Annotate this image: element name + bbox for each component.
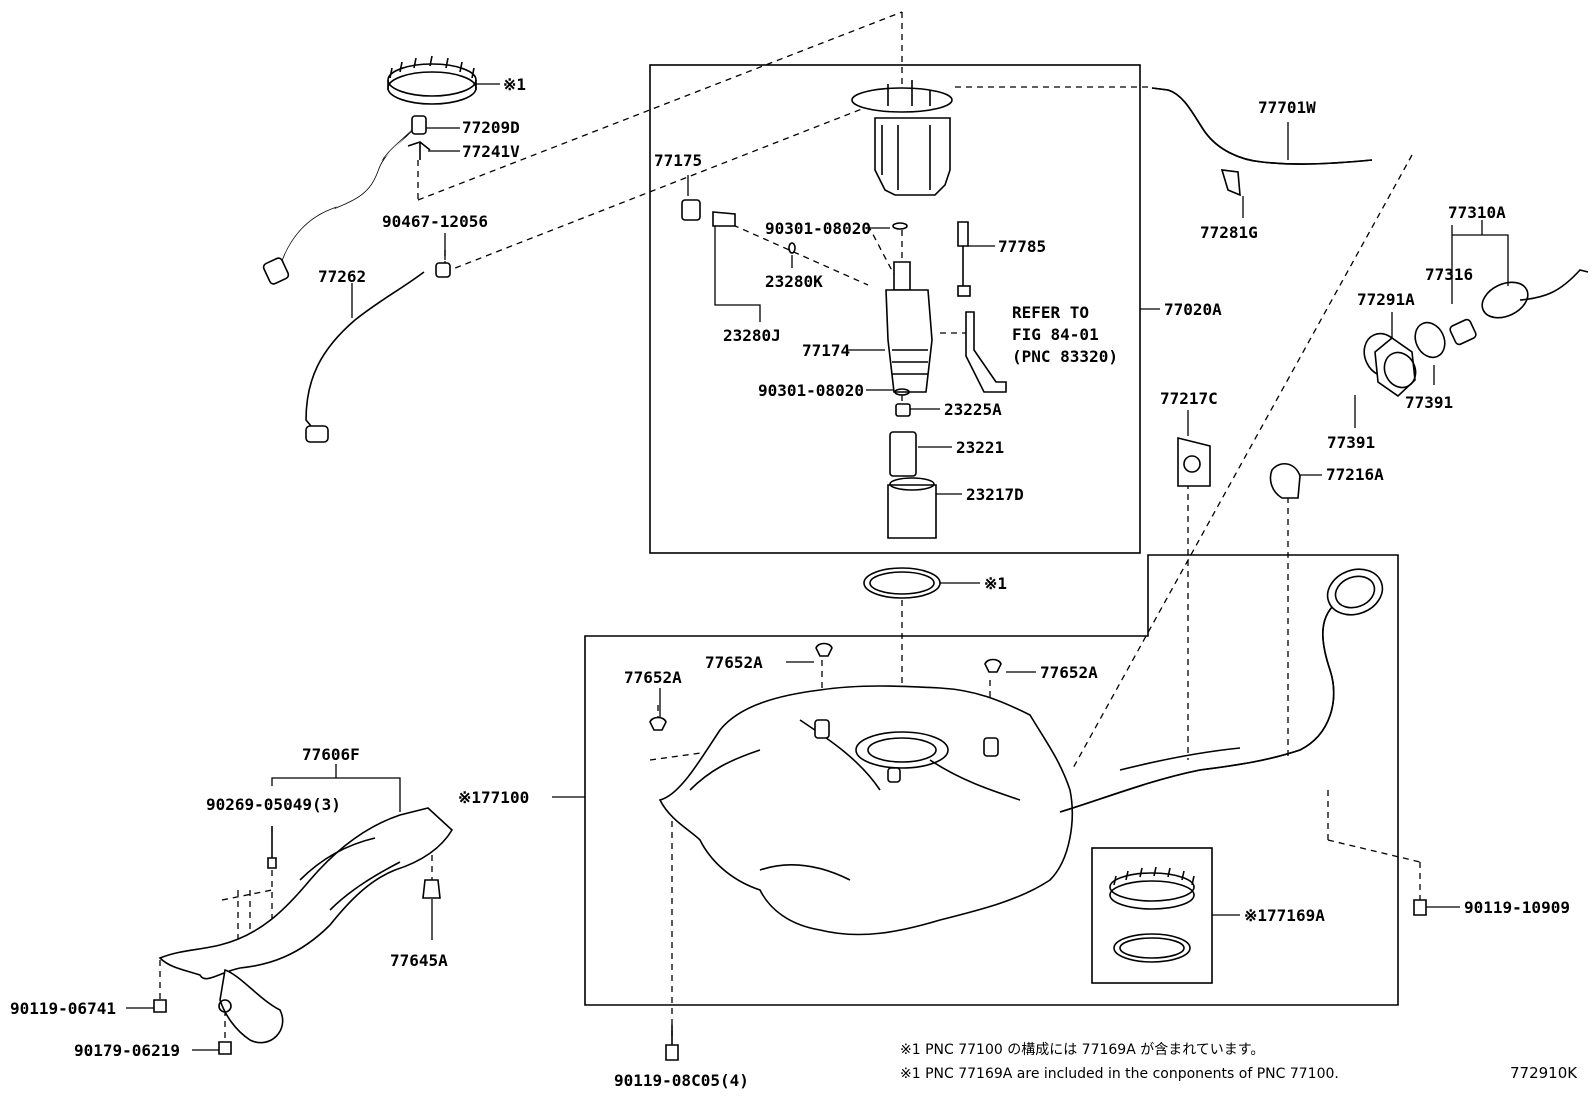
ring-gasket-kit (1109, 866, 1195, 963)
fuel-tank (658, 685, 1073, 936)
refer-to-line2: FIG 84-01 (1012, 325, 1099, 344)
label-77391-a: 77391 (1405, 393, 1453, 412)
label-90467-12056: 90467-12056 (382, 212, 488, 231)
label-90119-10909: 90119-10909 (1464, 898, 1570, 917)
label-90119-08c05: 90119-08C05(4) (614, 1071, 749, 1090)
label-177169a: ※177169A (1244, 906, 1325, 925)
fuel-cap-assembly (1363, 269, 1589, 398)
bolts-and-clips (153, 642, 1427, 1061)
label-77606f: 77606F (302, 745, 360, 764)
refer-to-line3: (PNC 83320) (1012, 347, 1118, 366)
fuel-tank-protector-77606f (158, 807, 454, 1044)
label-77701w: 77701W (1258, 98, 1316, 117)
fuel-filler-pipe (1059, 568, 1384, 813)
label-77652a-left: 77652A (624, 668, 682, 687)
label-90269-05049: 90269-05049(3) (206, 795, 341, 814)
tank-gasket (863, 567, 941, 599)
label-77209d: 77209D (462, 118, 520, 137)
label-77281g: 77281G (1200, 223, 1258, 242)
label-90119-06741: 90119-06741 (10, 999, 116, 1018)
label-77175: 77175 (654, 151, 702, 170)
label-77020a: 77020A (1164, 300, 1222, 319)
label-77645a: 77645A (390, 951, 448, 970)
filler-pipe-brackets (1177, 436, 1301, 499)
figure-id: 772910K (1510, 1064, 1578, 1082)
label-77291a: 77291A (1357, 290, 1415, 309)
label-77262: 77262 (318, 267, 366, 286)
ring-mark-top: ※1 (503, 75, 526, 94)
gasket-mark: ※1 (984, 574, 1007, 593)
label-77217c: 77217C (1160, 389, 1218, 408)
label-77174: 77174 (802, 341, 850, 360)
label-77241v: 77241V (462, 142, 520, 161)
label-77216a: 77216A (1326, 465, 1384, 484)
fuel-tank-assembly-box (584, 554, 1399, 1006)
label-23221: 23221 (956, 438, 1004, 457)
label-23225a: 23225A (944, 400, 1002, 419)
footnote-japanese: ※1 PNC 77100 の構成には 77169A が含まれています。 (900, 1042, 1264, 1058)
label-23280j: 23280J (723, 326, 781, 345)
label-90179-06219: 90179-06219 (74, 1041, 180, 1060)
label-77391-b: 77391 (1327, 433, 1375, 452)
evap-hose-77701w (1151, 87, 1373, 197)
label-77652a-center: 77652A (705, 653, 763, 672)
label-77310a: 77310A (1448, 203, 1506, 222)
label-90301-08020-top: 90301-08020 (765, 219, 871, 238)
label-23217d: 23217D (966, 485, 1024, 504)
label-77316: 77316 (1425, 265, 1473, 284)
leader-lines (126, 83, 1509, 1051)
label-77652a-right: 77652A (1040, 663, 1098, 682)
sender-gauge-retainer-ring-top (387, 55, 477, 105)
label-177100: ※177100 (458, 788, 529, 807)
fuel-tube-77262 (305, 262, 451, 443)
fuel-pump-module (681, 80, 1007, 539)
refer-to-line1: REFER TO (1012, 303, 1089, 322)
label-23280k: 23280K (765, 272, 823, 291)
label-77785: 77785 (998, 237, 1046, 256)
fuel-tube-77209d (262, 115, 431, 285)
footnote-english: ※1 PNC 77169A are included in the conpon… (900, 1066, 1339, 1082)
label-90301-08020-bottom: 90301-08020 (758, 381, 864, 400)
